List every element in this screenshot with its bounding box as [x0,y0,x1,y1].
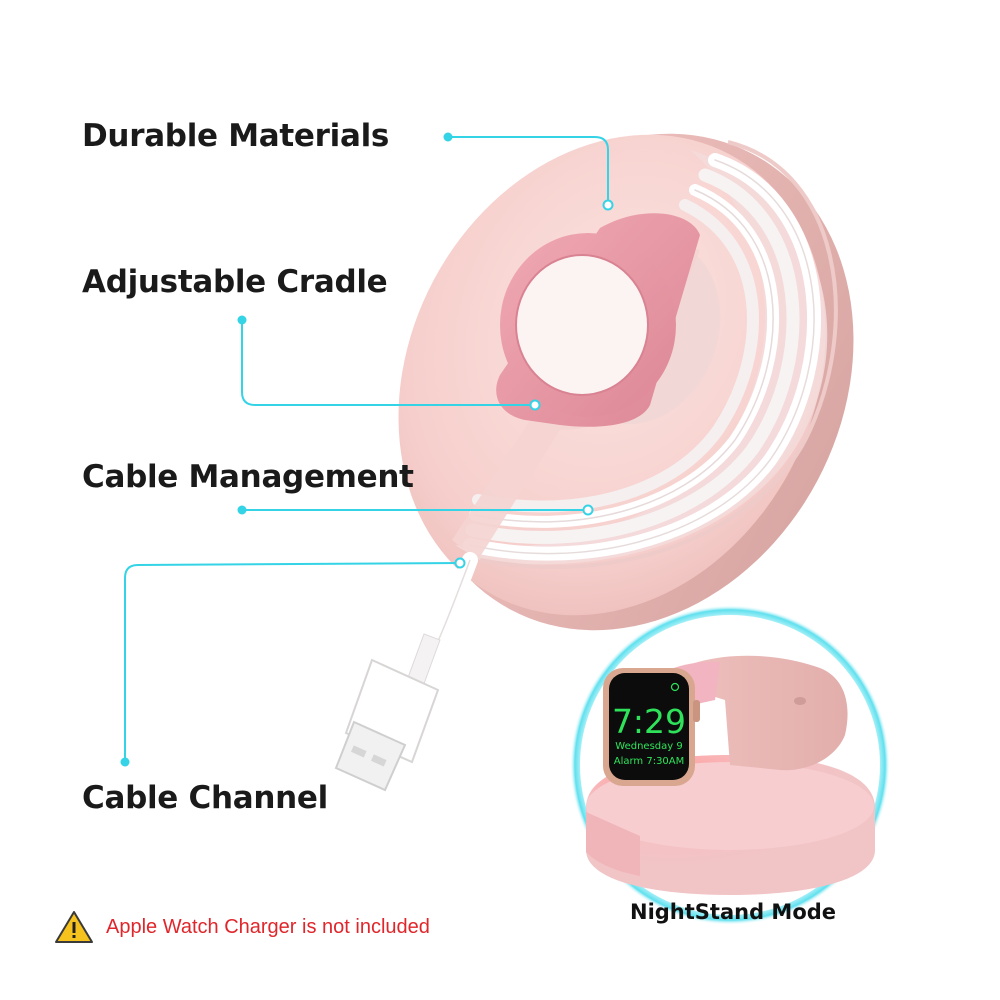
watch-time: 7:29 [612,702,686,741]
adjustable-cradle [452,213,700,560]
callout-dots [120,132,614,767]
warning-triangle-icon [55,911,93,943]
warning-icon-spacer [58,912,98,942]
feature-label-cable-management: Cable Management [82,459,414,495]
watch-alarm: Alarm 7:30AM [614,756,685,767]
nightstand-mode-label: NightStand Mode [630,900,837,924]
feature-label-adjustable-cradle: Adjustable Cradle [82,264,388,300]
feature-label-durable-materials: Durable Materials [82,118,390,154]
wound-cable [463,153,821,561]
notice-text: Apple Watch Charger is not included [106,915,430,938]
usb-plug [334,658,440,792]
nightstand-inset: 7:29 Wednesday 9 Alarm 7:30AM [570,605,890,925]
watch-date: Wednesday 9 [615,741,682,752]
feature-label-cable-channel: Cable Channel [82,780,328,816]
charger-not-included-notice: Apple Watch Charger is not included [58,912,430,942]
callout-lines [124,136,609,762]
